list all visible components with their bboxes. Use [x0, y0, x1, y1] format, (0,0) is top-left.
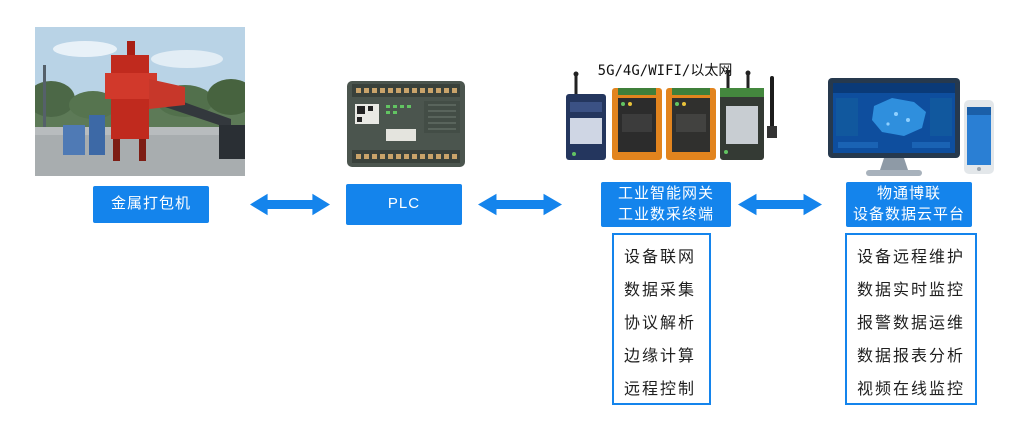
label-line: PLC: [387, 195, 421, 213]
plc-image: [344, 71, 468, 175]
metal-baler-photo: [35, 27, 245, 176]
gateway-devices-image: [562, 70, 778, 176]
plc-label: PLC: [346, 184, 462, 225]
gateway-connectivity-caption: 5G/4G/WIFI/以太网: [597, 63, 733, 79]
cloud-function-item: 设备远程维护: [857, 249, 966, 266]
cloud-platform-label: 物通博联 设备数据云平台: [846, 182, 972, 227]
label-line: 工业数采终端: [617, 205, 714, 223]
cloud-platform-image: [826, 76, 996, 180]
cloud-function-item: 数据报表分析: [857, 348, 966, 365]
gateway-function-item: 边缘计算: [624, 348, 697, 365]
cloud-function-item: 报警数据运维: [857, 315, 966, 332]
bidirectional-arrow: [250, 191, 330, 218]
cloud-platform-illustration: [828, 78, 994, 176]
cloud-function-item: 视频在线监控: [857, 381, 966, 398]
cloud-function-item: 数据实时监控: [857, 282, 966, 299]
plc-illustration: [347, 81, 465, 167]
bidirectional-arrow: [738, 191, 822, 218]
gateway-function-item: 协议解析: [624, 315, 697, 332]
gateway-function-item: 远程控制: [624, 381, 697, 398]
metal-baler-illustration: [35, 27, 245, 176]
label-line: 金属打包机: [110, 195, 191, 213]
cloud-functions-box: 设备远程维护 数据实时监控 报警数据运维 数据报表分析 视频在线监控: [845, 233, 977, 405]
label-line: 物通博联: [876, 185, 941, 203]
gateway-function-item: 数据采集: [624, 282, 697, 299]
metal-baler-label: 金属打包机: [93, 186, 209, 223]
bidirectional-arrow: [478, 191, 562, 218]
gateway-functions-box: 设备联网 数据采集 协议解析 边缘计算 远程控制: [612, 233, 711, 405]
label-line: 设备数据云平台: [852, 205, 965, 223]
bidirectional-arrow-icon: [478, 193, 562, 216]
label-line: 工业智能网关: [617, 185, 714, 203]
gateway-label: 工业智能网关 工业数采终端: [601, 182, 731, 227]
bidirectional-arrow-icon: [738, 193, 822, 216]
bidirectional-arrow-icon: [250, 193, 330, 216]
gateway-devices-illustration: [566, 70, 777, 160]
gateway-function-item: 设备联网: [624, 249, 697, 266]
